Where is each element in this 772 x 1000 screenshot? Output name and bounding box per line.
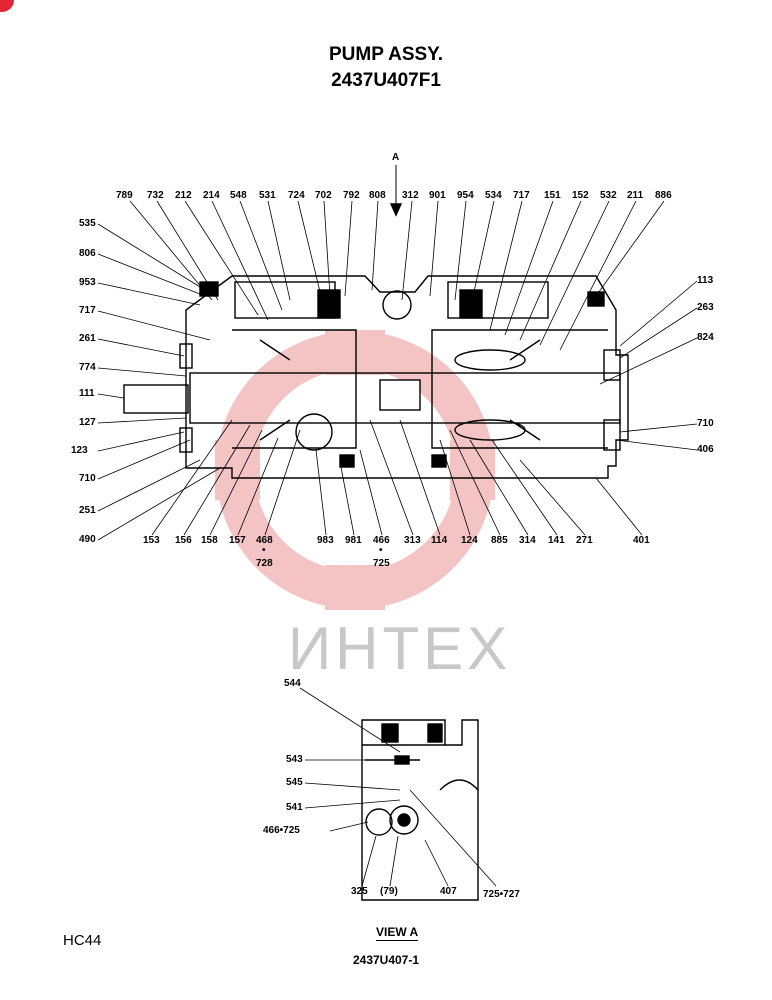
watermark-gear (215, 330, 495, 610)
part-label: 806 (79, 248, 96, 259)
part-label: 774 (79, 362, 96, 373)
part-label: 725•727 (483, 889, 520, 900)
part-label: 401 (633, 535, 650, 546)
page-title: PUMP ASSY. (328, 44, 444, 65)
view-a-drawing (299, 687, 497, 901)
part-label: 702 (315, 190, 332, 201)
part-label: 532 (600, 190, 617, 201)
part-label: 789 (116, 190, 133, 201)
part-label: 717 (79, 305, 96, 316)
part-label: (79) (380, 886, 398, 897)
part-label: 885 (491, 535, 508, 546)
view-drawing-number: 2437U407-1 (352, 953, 420, 967)
main-section-view (123, 165, 629, 479)
part-label: 325 (351, 886, 368, 897)
view-arrow-label: A (392, 152, 400, 163)
part-label: 981 (345, 535, 362, 546)
part-label: 725 (373, 558, 390, 569)
part-label: 541 (286, 802, 303, 813)
part-label: 543 (286, 754, 303, 765)
part-label: 261 (79, 333, 96, 344)
part-label: 901 (429, 190, 446, 201)
part-label: 548 (230, 190, 247, 201)
part-label: 156 (175, 535, 192, 546)
part-label: 124 (461, 535, 478, 546)
part-label: 710 (697, 418, 714, 429)
part-label: 534 (485, 190, 502, 201)
sheet-code: HC44 (63, 932, 102, 949)
bullet: • (262, 545, 266, 556)
part-label: 123 (71, 445, 88, 456)
part-label: 151 (544, 190, 561, 201)
part-label: 545 (286, 777, 303, 788)
part-label: 732 (147, 190, 164, 201)
part-label: 312 (402, 190, 419, 201)
part-label: 141 (548, 535, 565, 546)
part-label: 157 (229, 535, 246, 546)
part-label: 728 (256, 558, 273, 569)
part-label: 114 (431, 535, 448, 546)
leader-lines (97, 200, 698, 541)
part-label: 407 (440, 886, 457, 897)
part-label: 466 (373, 535, 390, 546)
bullet: • (379, 545, 383, 556)
part-label: 153 (143, 535, 160, 546)
part-label: 406 (697, 444, 714, 455)
part-label: 214 (203, 190, 220, 201)
part-label: 544 (284, 678, 301, 689)
part-label: 212 (175, 190, 192, 201)
drawing-number: 2437U407F1 (331, 70, 441, 91)
part-label: 313 (404, 535, 421, 546)
part-label: 251 (79, 505, 96, 516)
part-label: 314 (519, 535, 536, 546)
part-label: 808 (369, 190, 386, 201)
part-label: 271 (576, 535, 593, 546)
part-label: 531 (259, 190, 276, 201)
part-label: 263 (697, 302, 714, 313)
view-a-caption: VIEW A (376, 925, 419, 941)
part-label: 466•725 (263, 825, 300, 836)
part-label: 886 (655, 190, 672, 201)
part-label: 717 (513, 190, 530, 201)
part-label: 211 (627, 190, 644, 201)
part-label: 535 (79, 218, 96, 229)
part-label: 490 (79, 534, 96, 545)
part-label: 954 (457, 190, 474, 201)
part-label: 983 (317, 535, 334, 546)
part-label: 824 (697, 332, 714, 343)
part-label: 724 (288, 190, 305, 201)
part-label: 468 (256, 535, 273, 546)
part-label: 113 (697, 275, 714, 286)
part-label: 152 (572, 190, 589, 201)
part-label: 158 (201, 535, 218, 546)
part-label: 792 (343, 190, 360, 201)
watermark-text: ИНТЕХ (288, 615, 512, 682)
part-label: 710 (79, 473, 96, 484)
part-label: 127 (79, 417, 96, 428)
part-label: 953 (79, 277, 96, 288)
part-label: 111 (79, 388, 95, 399)
